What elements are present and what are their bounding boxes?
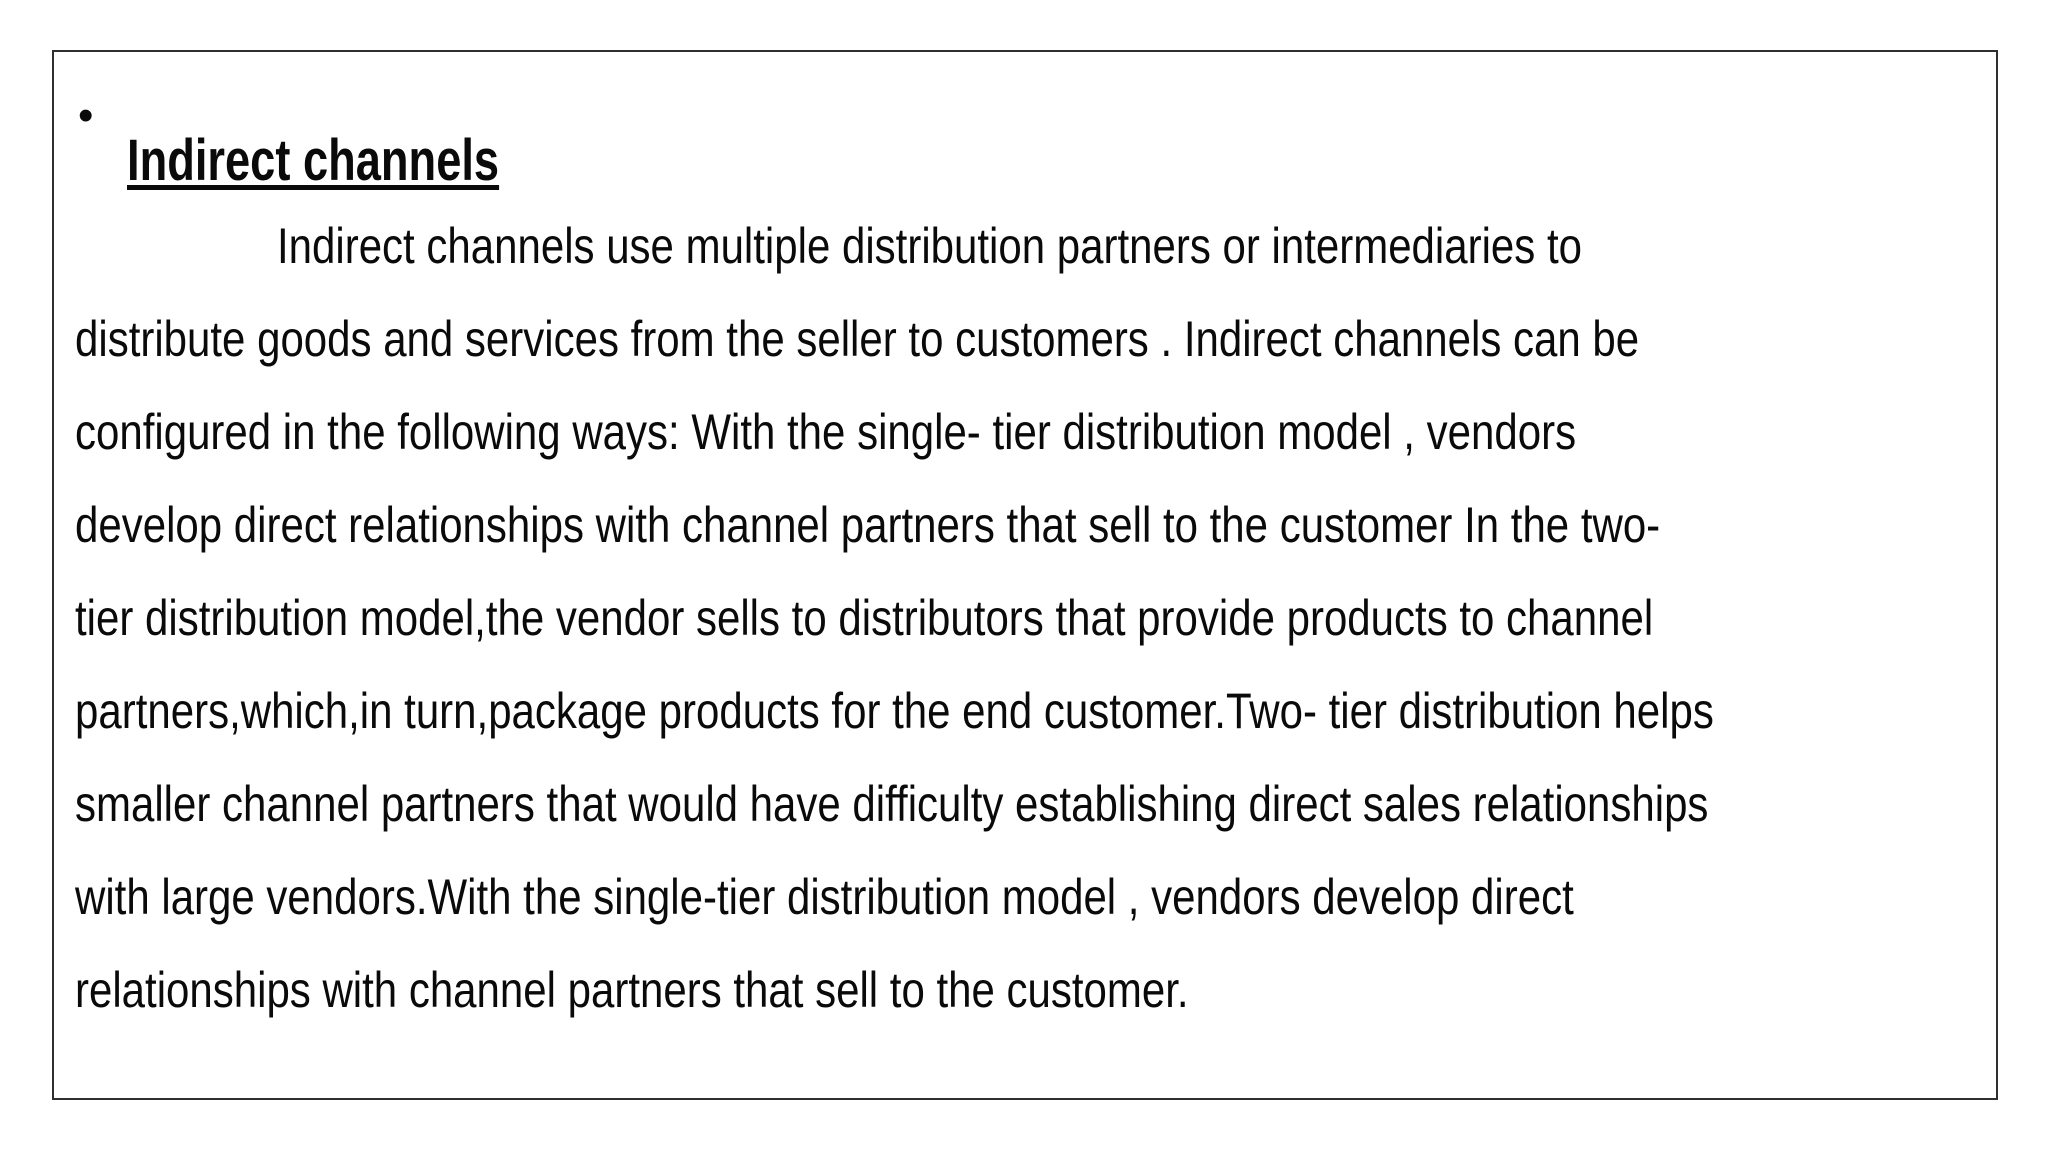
body-line-6: partners,which,in turn,package products …: [75, 683, 1714, 739]
body-line-9: relationships with channel partners that…: [75, 962, 1189, 1018]
slide-frame: • Indirect channels Indirect channels us…: [52, 50, 1998, 1100]
body-line-2: distribute goods and services from the s…: [75, 311, 1640, 367]
body-line-3: configured in the following ways: With t…: [75, 404, 1577, 460]
body-line-8: with large vendors.With the single-tier …: [75, 869, 1574, 925]
body-paragraph: Indirect channels use multiple distribut…: [75, 200, 1987, 1037]
body-line-7: smaller channel partners that would have…: [75, 776, 1709, 832]
body-line-4: develop direct relationships with channe…: [75, 497, 1661, 553]
bullet-icon: •: [78, 91, 94, 140]
body-line-5: tier distribution model,the vendor sells…: [75, 590, 1654, 646]
slide-title: Indirect channels: [127, 127, 500, 193]
body-line-1: Indirect channels use multiple distribut…: [277, 218, 1582, 274]
